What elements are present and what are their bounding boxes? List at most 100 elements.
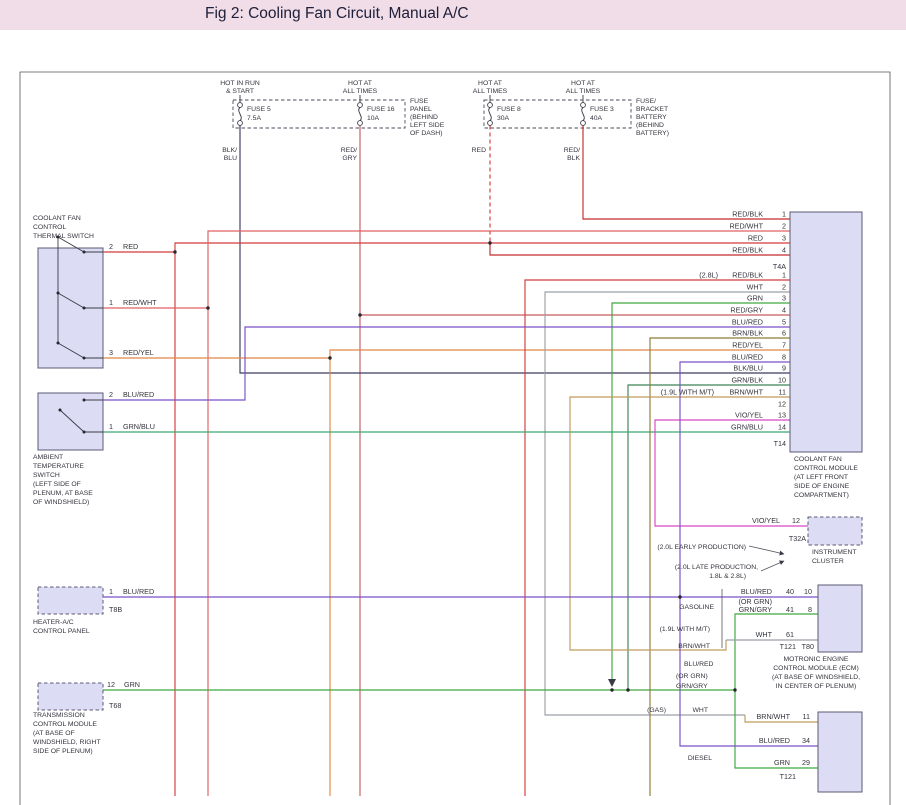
connector-label: T68: [109, 701, 121, 710]
pin-number: 10: [804, 587, 812, 596]
wire-label: WHT: [747, 283, 764, 292]
variant-note: (2.0L LATE PRODUCTION,: [675, 564, 758, 571]
wire-label: BRN/WHT: [678, 643, 710, 650]
wire-label: BRN/WHT: [729, 388, 763, 397]
mid-wire-notes: (1.9L WITH M/T) BRN/WHT BLU/RED (OR GRN)…: [647, 626, 713, 762]
wire-label: BLU/RED: [732, 318, 763, 327]
transmission-module-box: [37, 682, 104, 711]
annotation-arrow: [760, 560, 785, 572]
ambient-switch-contacts: [58, 398, 103, 434]
wire-label: RED: [748, 234, 763, 243]
wire-label: GRN/BLU: [731, 423, 763, 432]
fuse-terminal-icon: [487, 120, 493, 126]
fuse-amp: 40A: [590, 115, 603, 122]
pin-number: 11: [779, 388, 786, 397]
connector-label: T80: [802, 642, 814, 651]
connector-label: T121: [780, 642, 796, 651]
component-label: (AT LEFT FRONT: [794, 474, 848, 481]
wire-blk-blu: [239, 125, 790, 374]
wire-label: VIO/YEL: [752, 516, 780, 525]
pin-number: 1: [782, 210, 786, 219]
connector-label: T14: [774, 439, 786, 448]
component-label: CONTROL MODULE: [33, 721, 97, 728]
battery-note: FUSE/ BRACKET BATTERY (BEHIND BATTERY): [636, 98, 669, 137]
fuel-type-label: GASOLINE: [679, 604, 714, 611]
bottom-module-box: [817, 711, 863, 793]
wire-label: GRN/GRY: [739, 605, 773, 614]
cfm-name: COOLANT FAN CONTROL MODULE (AT LEFT FRON…: [794, 456, 858, 499]
wire-grn-blk: [627, 384, 790, 690]
pin-number: 4: [782, 306, 786, 315]
pin-number: 2: [109, 242, 113, 251]
production-notes: (2.0L EARLY PRODUCTION) (2.0L LATE PRODU…: [657, 544, 785, 580]
fuse-labels: FUSE 5 7.5A FUSE 16 10A FUSE 8 30A FUSE …: [247, 106, 614, 122]
component-label: (AT BASE OF WINDSHIELD,: [772, 674, 860, 681]
wire-label: BLU/RED: [741, 587, 772, 596]
pin-number: 12: [107, 680, 115, 689]
pin-number: 1: [109, 587, 113, 596]
wire-label: GRN/BLK: [731, 376, 763, 385]
wire-label: RED/BLK: [732, 246, 763, 255]
component-label: SIDE OF PLENUM): [33, 748, 93, 755]
fuse-symbols: [237, 102, 586, 126]
wire-label: GRN/BLU: [123, 422, 155, 431]
feed-label: ALL TIMES: [343, 88, 378, 95]
wire-red-thermal: [103, 242, 790, 796]
figure-title: Fig 2: Cooling Fan Circuit, Manual A/C: [205, 5, 469, 22]
transmission-labels: 12 GRN T68 TRANSMISSION CONTROL MODULE (…: [33, 680, 140, 755]
wire-red-blk-fuse3: [582, 125, 790, 220]
pin-number: 3: [782, 234, 786, 243]
pin-number: 13: [778, 411, 786, 420]
wire-wht: [544, 291, 790, 716]
wire-label: RED: [123, 242, 138, 251]
wire-label: GRN: [747, 294, 763, 303]
fuse-element-icon: [358, 107, 362, 121]
component-label: IN CENTER OF PLENUM): [776, 683, 856, 690]
pin-number: 6: [782, 329, 786, 338]
note-line: BRACKET: [636, 106, 668, 113]
bottom-module-labels: BRN/WHT 11 BLU/RED 34 GRN 29 T121: [756, 712, 810, 781]
component-label: MOTRONIC ENGINE: [784, 656, 849, 663]
fuse-amp: 7.5A: [247, 115, 261, 122]
wires: [103, 125, 818, 796]
component-label: HEATER-A/C: [33, 619, 74, 626]
pin-number: 4: [782, 246, 786, 255]
note-line: LEFT SIDE: [410, 122, 445, 129]
component-label: PLENUM, AT BASE: [33, 490, 93, 497]
instrument-cluster-box: [807, 516, 863, 546]
instrument-cluster-labels: VIO/YEL 12 T32A INSTRUMENT CLUSTER: [752, 516, 857, 565]
wire-blu-red-main: [103, 361, 818, 747]
wire-label: BLK: [567, 155, 580, 162]
wire-red-yel: [103, 349, 790, 796]
wire-label: GRN/GRY: [676, 683, 708, 690]
pin-number: 12: [792, 516, 800, 525]
figure-title-bar: Fig 2: Cooling Fan Circuit, Manual A/C: [0, 0, 906, 30]
pin-number: 8: [782, 353, 786, 362]
component-label: (LEFT SIDE OF: [33, 481, 81, 488]
wire-label: BLU/RED: [123, 390, 154, 399]
component-label: TEMPERATURE: [33, 463, 84, 470]
fuse-terminal-icon: [357, 120, 363, 126]
fuse-panel-note: FUSE PANEL (BEHIND LEFT SIDE OF DASH): [410, 98, 445, 137]
wire-label: RED/WHT: [729, 222, 763, 231]
wire-label: RED/WHT: [123, 298, 157, 307]
fuse-bracket-box: [483, 99, 632, 129]
pin-number: 3: [782, 294, 786, 303]
feed-label: HOT AT: [571, 80, 595, 87]
fuse-terminal-icon: [580, 120, 586, 126]
fuel-type-label: DIESEL: [688, 755, 712, 762]
wire-label: WHT: [693, 707, 708, 714]
pin-number: 34: [802, 736, 810, 745]
variant-note: (2.0L EARLY PRODUCTION): [657, 544, 746, 551]
wire-label: BLK/BLU: [733, 364, 763, 373]
wire-label: RED/BLK: [732, 271, 763, 280]
wire-label: BLK/: [222, 147, 237, 154]
component-label: OF WINDSHIELD): [33, 499, 89, 506]
fuse-name: FUSE 8: [497, 106, 521, 113]
wire-label: BRN/BLK: [732, 329, 763, 338]
wire-label: RED/BLK: [732, 210, 763, 219]
fuse-terminal-icon: [237, 120, 243, 126]
feed-label: & START: [226, 88, 254, 95]
wire-label: RED/YEL: [732, 341, 763, 350]
fuse-amp: 10A: [367, 115, 380, 122]
